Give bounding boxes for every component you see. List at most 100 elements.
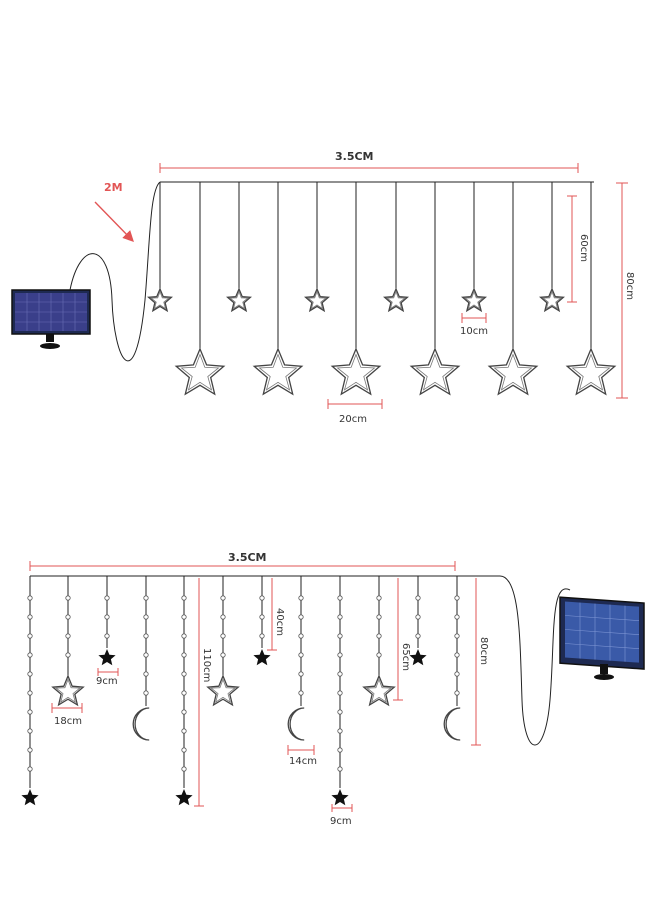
bead-light [27,671,33,677]
moon-icon [287,707,305,741]
bead-light [337,595,343,601]
bead-light [143,671,149,677]
outline-star-icon [362,674,396,707]
big-star-icon [487,347,539,396]
bead-light [27,728,33,734]
small-star-icon [460,287,488,313]
bead-light [65,614,71,620]
bead-light [298,652,304,658]
bead-light [337,652,343,658]
bead-light [337,747,343,753]
bead-light [298,595,304,601]
bead-light [27,633,33,639]
bead-light [454,614,460,620]
bead-light [181,633,187,639]
bottom-110cm-label: 110cm [201,648,212,682]
bead-light [376,633,382,639]
small-star-icon [303,287,331,313]
bead-light [415,595,421,601]
solid-star-icon [253,649,271,666]
top-10cm-label: 10cm [460,326,488,337]
outline-star-icon [51,674,85,707]
bead-light [337,633,343,639]
bead-light [27,690,33,696]
bead-light [376,614,382,620]
bead-light [181,614,187,620]
bead-light [27,652,33,658]
bead-light [181,690,187,696]
solid-star-icon [98,649,116,666]
bead-light [181,652,187,658]
big-star-icon [565,347,617,396]
bead-light [143,652,149,658]
bead-light [27,747,33,753]
bottom-9cm-label-b: 9cm [330,816,352,827]
solid-star-icon [175,789,193,806]
bottom-80cm-label: 80cm [478,637,489,665]
top-width-label: 3.5CM [335,150,374,163]
bottom-40cm-label: 40cm [274,608,285,636]
bead-light [104,633,110,639]
small-star-icon [538,287,566,313]
bead-light [415,614,421,620]
bottom-14cm-label: 14cm [289,756,317,767]
moon-icon [443,707,461,741]
moon-icon [132,707,150,741]
bead-light [337,766,343,772]
bead-light [104,614,110,620]
bottom-65cm-label: 65cm [400,643,411,671]
cable-length-arrow [94,201,134,243]
bead-light [337,671,343,677]
bead-light [220,633,226,639]
bead-light [337,690,343,696]
bead-light [298,671,304,677]
bead-light [415,633,421,639]
bead-light [337,614,343,620]
bead-light [65,633,71,639]
big-star-icon [174,347,226,396]
bead-light [454,652,460,658]
bead-light [259,633,265,639]
bottom-strands [21,576,461,806]
top-20cm-label: 20cm [339,414,367,425]
solar-panel-icon [559,596,645,680]
bead-light [27,709,33,715]
bead-light [298,633,304,639]
bead-light [181,747,187,753]
solid-star-icon [409,649,427,666]
top-60cm-label: 60cm [578,234,589,262]
bead-light [181,766,187,772]
small-star-icon [382,287,410,313]
bead-light [220,652,226,658]
top-curtain-diagram: 2M 3.5CM 60cm 80cm 10cm 20cm [11,150,635,425]
solid-star-icon [331,789,349,806]
big-star-icon [409,347,461,396]
big-star-icon [252,347,304,396]
top-strands [146,182,617,396]
bead-light [454,595,460,601]
bead-light [181,709,187,715]
small-star-icon [146,287,174,313]
outline-star-icon [206,674,240,707]
bead-light [454,633,460,639]
cable-length-label: 2M [104,181,123,194]
bead-light [376,652,382,658]
bottom-cable [499,575,571,746]
small-star-icon [225,287,253,313]
bead-light [454,671,460,677]
bottom-width-label: 3.5CM [228,551,267,564]
bead-light [298,690,304,696]
bead-light [65,595,71,601]
bead-light [181,728,187,734]
bead-light [143,690,149,696]
bead-light [27,614,33,620]
big-star-icon [330,347,382,396]
solar-panel-icon [11,289,91,349]
bead-light [27,595,33,601]
bead-light [376,595,382,601]
bead-light [337,709,343,715]
bead-light [104,595,110,601]
bead-light [298,614,304,620]
bead-light [27,766,33,772]
